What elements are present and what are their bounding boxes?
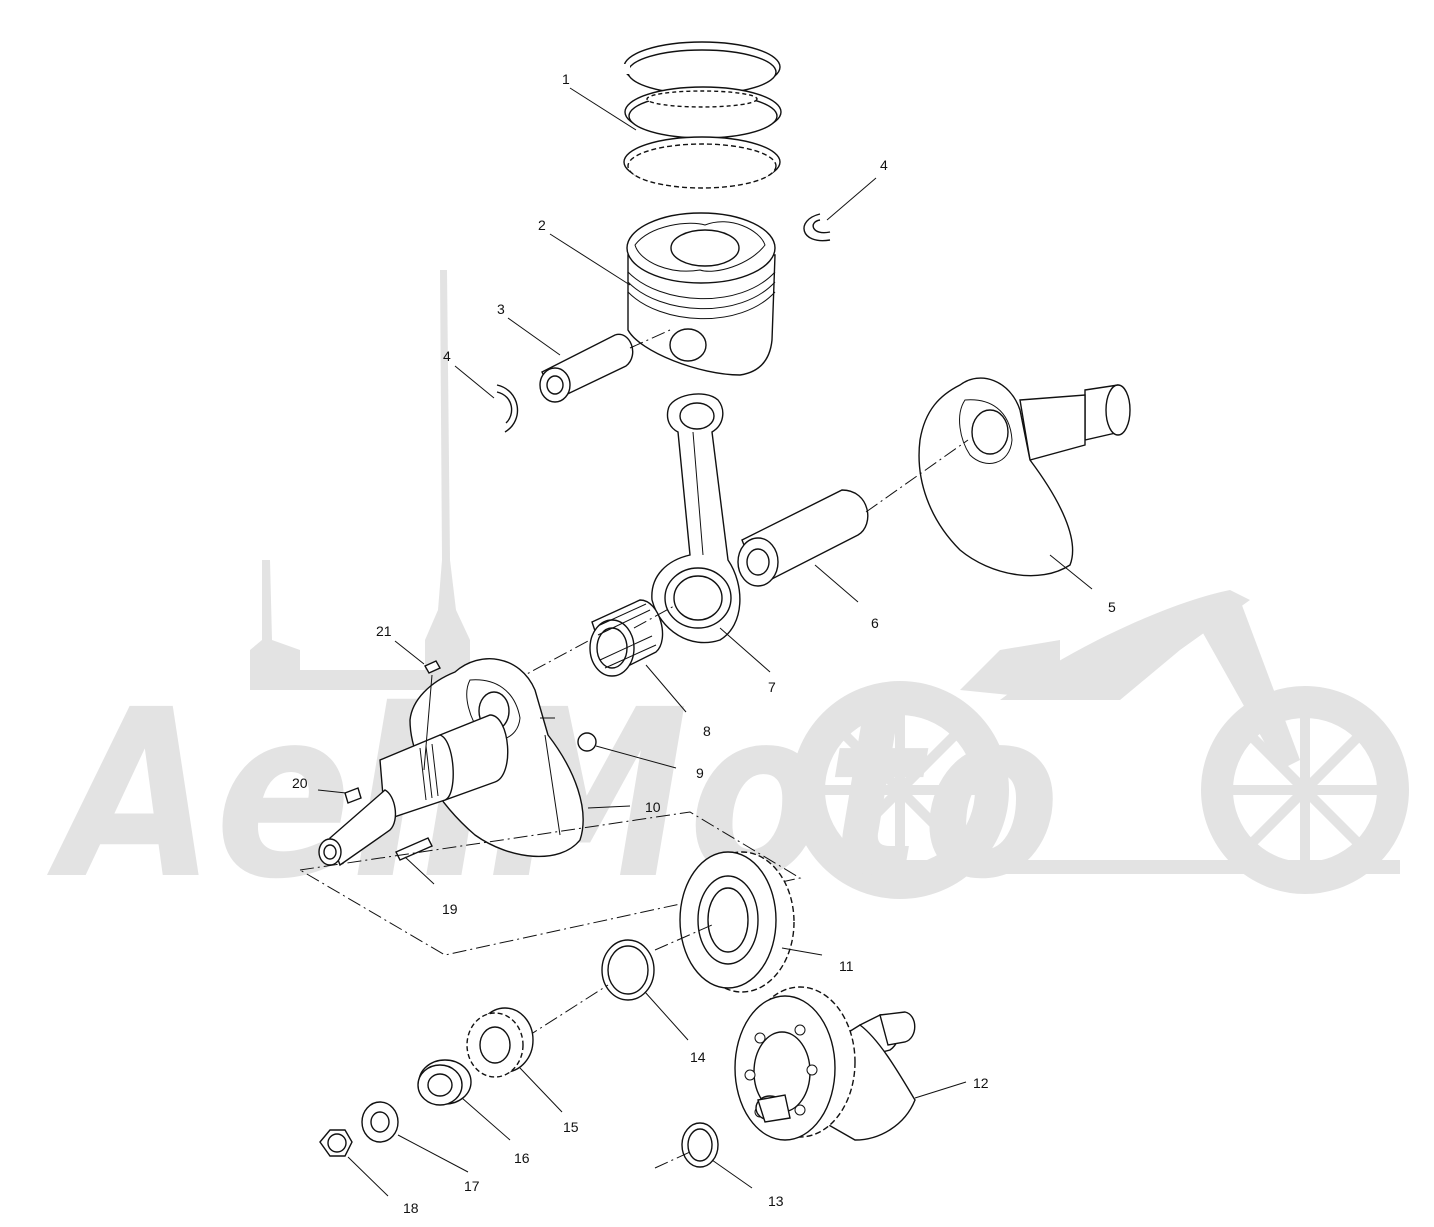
slotted-nut xyxy=(417,1059,472,1106)
callout-16: 16 xyxy=(514,1150,530,1166)
callout-8: 8 xyxy=(703,723,711,739)
callout-18: 18 xyxy=(403,1200,419,1216)
steel-ball xyxy=(577,732,597,752)
callout-21: 21 xyxy=(376,623,392,639)
callout-12: 12 xyxy=(973,1075,989,1091)
callout-labels: 1 2 3 4 4 5 6 7 8 9 10 11 12 13 14 15 16… xyxy=(292,71,1116,1216)
thrust-washer xyxy=(601,939,655,1001)
crank-pin xyxy=(737,439,969,587)
leader-lines xyxy=(317,87,1093,1197)
callout-5: 5 xyxy=(1108,599,1116,615)
crank-half-right xyxy=(918,377,1131,577)
callout-20: 20 xyxy=(292,775,308,791)
callout-14: 14 xyxy=(690,1049,706,1065)
circlip-right xyxy=(803,213,831,242)
timing-sprocket xyxy=(466,1007,534,1078)
callout-2: 2 xyxy=(538,217,546,233)
small-key xyxy=(424,660,441,674)
hex-nut xyxy=(319,1129,353,1157)
needle-bearing xyxy=(511,599,677,683)
callout-6: 6 xyxy=(871,615,879,631)
piston-rings xyxy=(618,41,782,189)
callout-7: 7 xyxy=(768,679,776,695)
balancer-shaft xyxy=(734,986,916,1141)
callout-4a: 4 xyxy=(880,157,888,173)
piston xyxy=(626,212,776,376)
connecting-rod xyxy=(651,393,741,644)
callout-10: 10 xyxy=(645,799,661,815)
assembly-bracket xyxy=(298,811,802,956)
callout-3: 3 xyxy=(497,301,505,317)
callout-13: 13 xyxy=(768,1193,784,1209)
callout-1: 1 xyxy=(562,71,570,87)
balancer-washer xyxy=(654,1122,719,1169)
watermark-logo xyxy=(250,270,1409,899)
piston-pin xyxy=(539,329,671,403)
lock-washer xyxy=(361,1101,399,1143)
callout-15: 15 xyxy=(563,1119,579,1135)
callout-11: 11 xyxy=(839,958,854,974)
callout-19: 19 xyxy=(442,901,458,917)
circlip-left xyxy=(496,384,519,433)
crank-half-left xyxy=(318,658,584,867)
callout-9: 9 xyxy=(696,765,704,781)
callout-17: 17 xyxy=(464,1178,480,1194)
callout-4b: 4 xyxy=(443,348,451,364)
drive-gear xyxy=(654,851,795,993)
woodruff-key xyxy=(344,787,362,804)
